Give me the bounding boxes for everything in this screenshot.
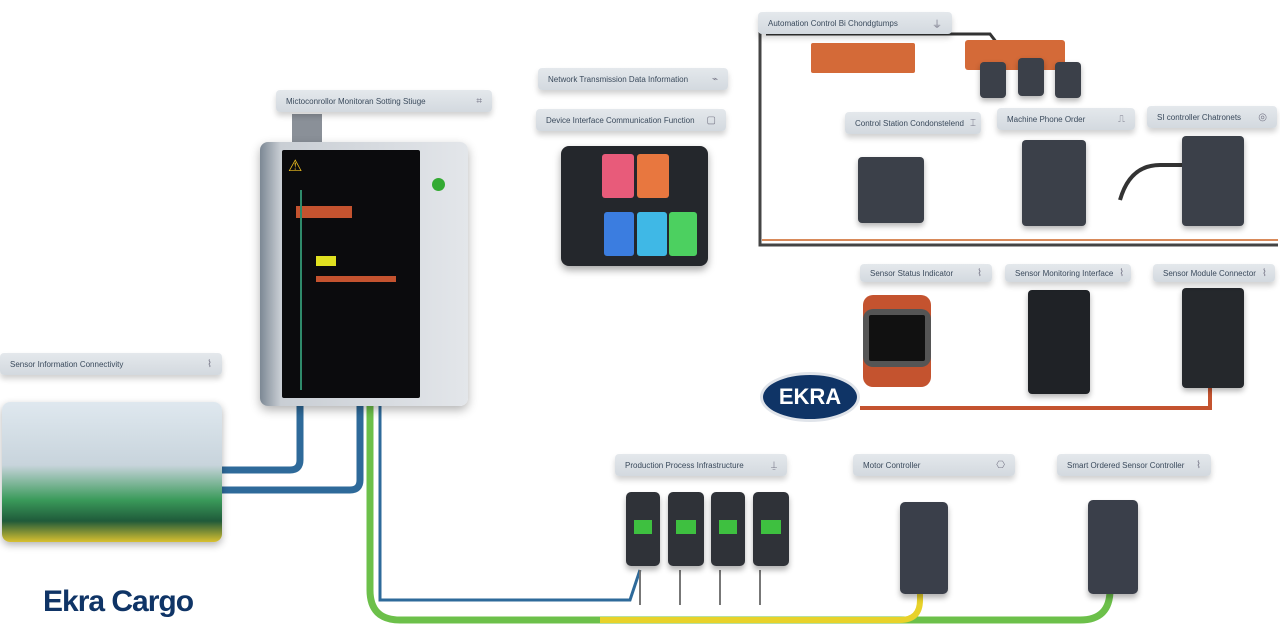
label-motor: Motor Controller ⎔ [853, 454, 1015, 476]
label-text: SI controller Chatronets [1157, 112, 1242, 122]
relay-panel [811, 43, 915, 73]
sensor-icon: ⌇ [1261, 267, 1267, 279]
label-text: Motor Controller [863, 460, 921, 470]
factory-photo [2, 402, 222, 542]
label-production: Production Process Infrastructure ⍊ [615, 454, 787, 476]
label-smart-sensor: Smart Ordered Sensor Controller ⌇ [1057, 454, 1211, 476]
server-rack[interactable] [1028, 290, 1090, 394]
sensor-icon: ⌇ [207, 358, 212, 370]
label-automation: Automation Control Bi Chondgtumps ⏚ [758, 12, 952, 34]
controller-cabinet[interactable]: ⚠ [260, 142, 468, 406]
ekra-logo: EKRA [760, 372, 860, 422]
label-control-station: Control Station Condonstelend ⌶ [845, 112, 981, 134]
controller-screen: ⚠ [282, 150, 420, 398]
smart-watch[interactable] [863, 295, 931, 387]
machine-icon: ⎍ [1118, 113, 1125, 125]
machine-device[interactable] [1022, 140, 1086, 226]
label-text: Sensor Module Connector [1163, 268, 1256, 278]
label-text: Smart Ordered Sensor Controller [1067, 460, 1185, 470]
sensor-icon: ⌇ [1196, 459, 1201, 471]
motor-controller-device[interactable] [900, 502, 948, 594]
label-text: Mictoconrollor Monitoran Sotting Stiuge [286, 96, 426, 106]
warning-icon: ⚠ [288, 158, 303, 175]
label-text: Control Station Condonstelend [855, 118, 964, 128]
label-text: Network Transmission Data Information [548, 74, 689, 84]
label-interface: Device Interface Communication Function ▢ [536, 109, 726, 131]
label-text: Machine Phone Order [1007, 114, 1086, 124]
label-sensor-status-3: Sensor Module Connector ⌇ [1153, 264, 1275, 282]
tower-icon: ⍊ [771, 459, 777, 471]
io-module[interactable] [668, 492, 704, 566]
motor-icon: ⎔ [996, 459, 1005, 471]
io-module[interactable] [626, 492, 660, 566]
label-text: Sensor Status Indicator [870, 268, 954, 278]
label-controller: Mictoconrollor Monitoran Sotting Stiuge ⌗ [276, 90, 492, 112]
chip-icon: ⌗ [476, 95, 482, 107]
gauge-icon: ◎ [1258, 111, 1267, 123]
io-module[interactable] [753, 492, 789, 566]
network-icon: ⌁ [711, 73, 718, 85]
label-text: Production Process Infrastructure [625, 460, 744, 470]
io-module[interactable] [711, 492, 745, 566]
label-sensor-status-2: Sensor Monitoring Interface ⌇ [1005, 264, 1131, 282]
plug-icon: ⏚ [932, 19, 942, 31]
sensor-icon: ⌇ [977, 267, 982, 279]
switch-icon: ⌶ [969, 117, 976, 129]
label-text: Sensor Monitoring Interface [1015, 268, 1114, 278]
tablet-device[interactable] [561, 146, 708, 266]
label-text: Automation Control Bi Chondgtumps [768, 18, 898, 28]
si-controller-device[interactable] [1182, 136, 1244, 226]
device-icon: ▢ [706, 114, 716, 126]
control-station-device[interactable] [858, 157, 924, 223]
label-machine: Machine Phone Order ⎍ [997, 108, 1135, 130]
controller-mount [292, 114, 322, 144]
label-si-controller: SI controller Chatronets ◎ [1147, 106, 1277, 128]
label-sensor-status-1: Sensor Status Indicator ⌇ [860, 264, 992, 282]
label-network: Network Transmission Data Information ⌁ [538, 68, 728, 90]
brand-name: Ekra Cargo [43, 585, 194, 618]
label-sensor-info: Sensor Information Connectivity ⌇ [0, 353, 222, 375]
label-text: Sensor Information Connectivity [10, 359, 124, 369]
rack-module[interactable] [1182, 288, 1244, 388]
smart-sensor-device[interactable] [1088, 500, 1138, 594]
label-text: Device Interface Communication Function [546, 115, 695, 125]
sensor-icon: ⌇ [1119, 267, 1125, 279]
status-led [432, 178, 445, 191]
